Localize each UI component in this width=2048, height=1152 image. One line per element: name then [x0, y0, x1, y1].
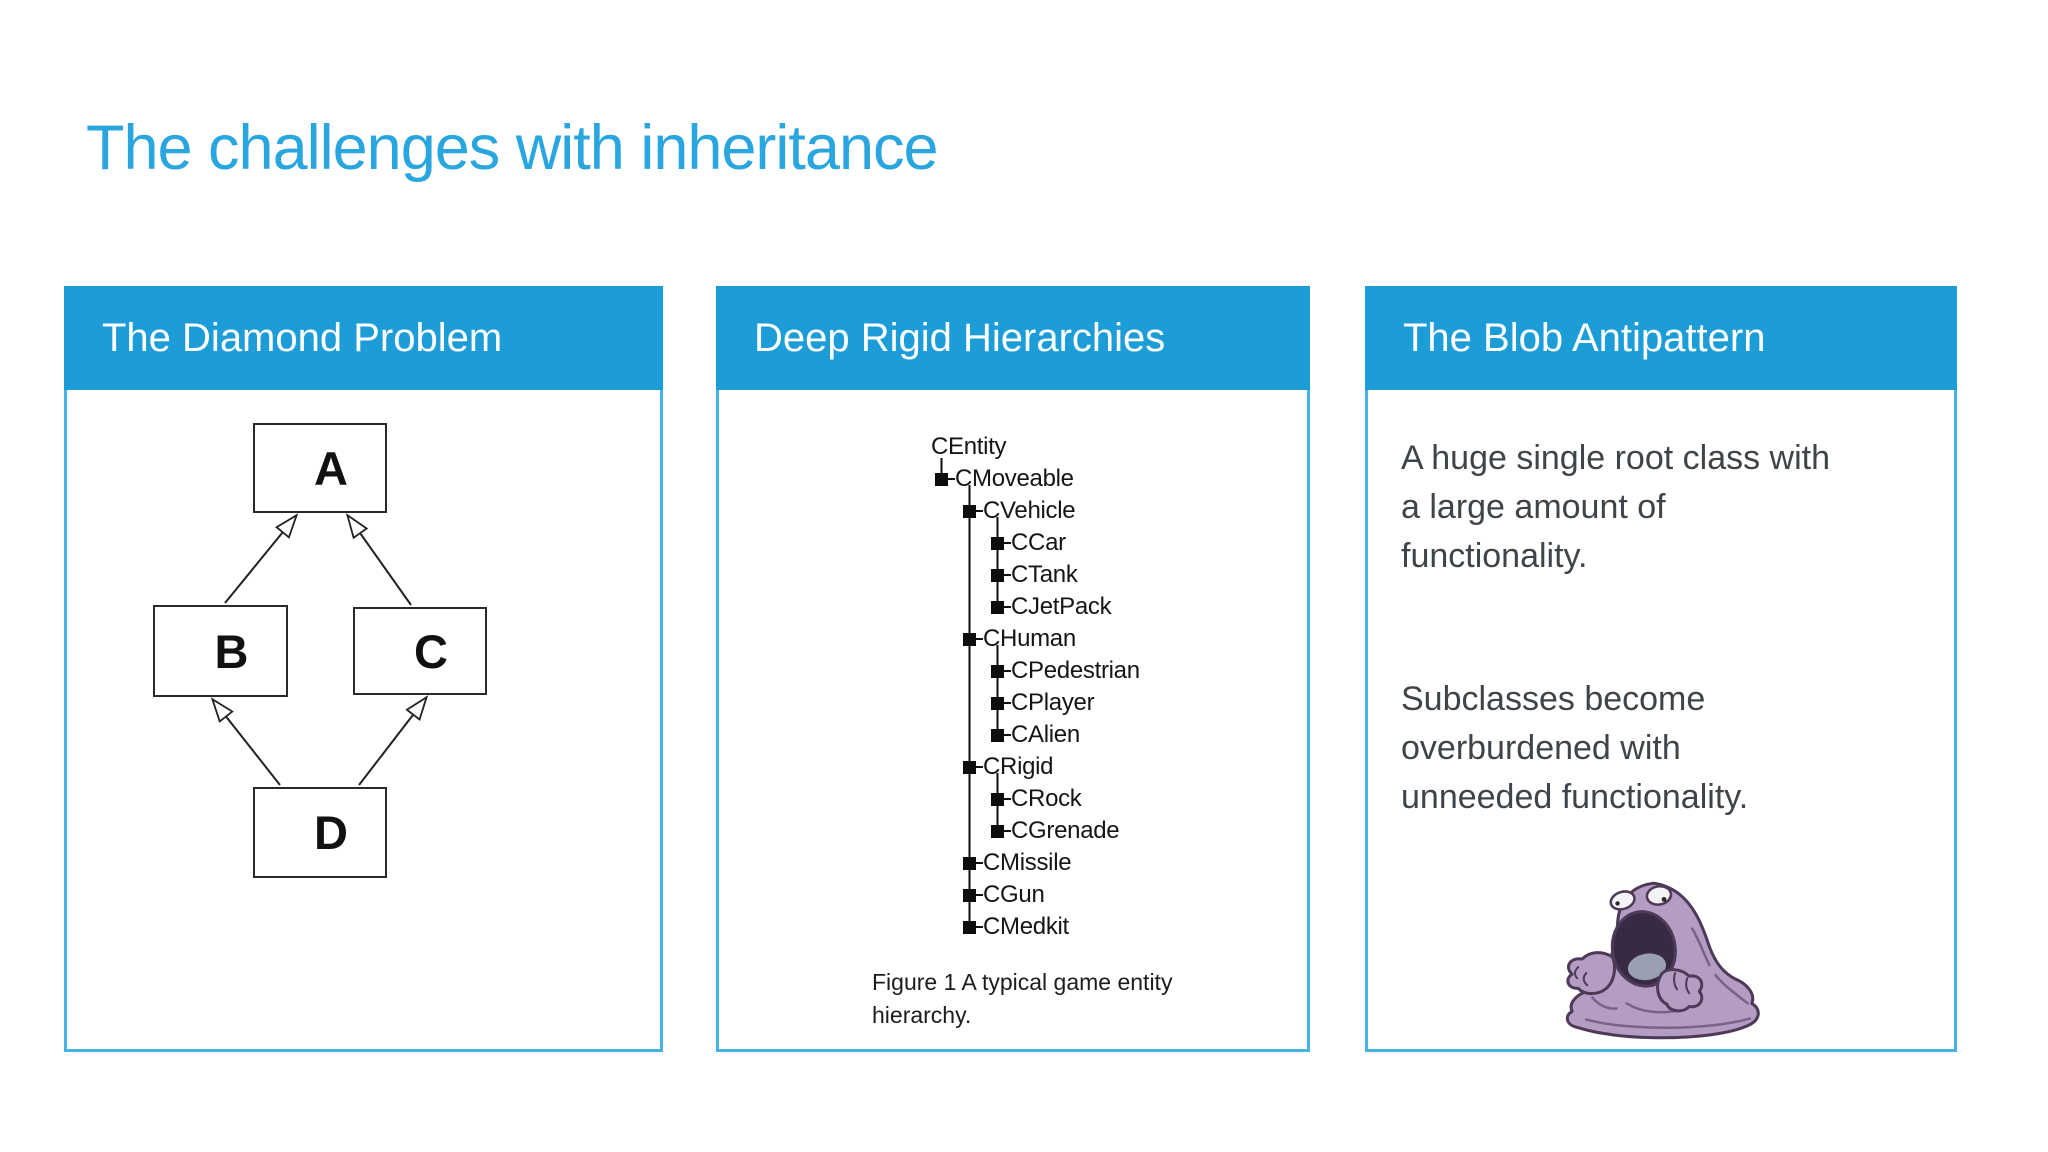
tree-item-label: CGun — [983, 881, 1045, 908]
tree-node-square-icon — [991, 536, 1004, 550]
tree-node-dash — [1004, 798, 1011, 800]
tree-node-square-icon — [991, 696, 1004, 710]
tree-item-label: CRock — [1011, 785, 1082, 812]
figure-caption-line1: Figure 1 A typical game entity — [872, 969, 1173, 995]
grimer-blob-image — [1565, 881, 1760, 1040]
tree-item-crigid: CRigid — [963, 753, 1054, 780]
tree-node-dash — [976, 926, 983, 928]
tree-item-ccar: CCar — [991, 529, 1066, 556]
tree-node-dash — [1004, 606, 1011, 608]
tree-item-label: CMoveable — [955, 465, 1074, 492]
tree-node-dash — [948, 478, 955, 480]
blob-eyes — [1609, 884, 1673, 911]
tree-item-label: CAlien — [1011, 721, 1080, 748]
tree-node-square-icon — [963, 760, 976, 774]
panel-diamond-problem: The Diamond Problem A B C D — [64, 286, 663, 1052]
tree-item-label: CTank — [1011, 561, 1078, 588]
blob-paragraph-2: Subclasses become overburdened with unne… — [1401, 680, 1749, 816]
tree-item-cvehicle: CVehicle — [963, 497, 1076, 524]
tree-node-dash — [1004, 830, 1011, 832]
tree-item-cpedestrian: CPedestrian — [991, 657, 1140, 684]
class-node-b: B — [153, 605, 288, 697]
tree-item-label: CPlayer — [1011, 689, 1095, 716]
tree-item-label: CMedkit — [983, 913, 1069, 940]
panel-header-blob: The Blob Antipattern — [1365, 286, 1957, 390]
tree-node-square-icon — [935, 472, 948, 486]
panel-header-diamond: The Diamond Problem — [64, 286, 663, 390]
figure-caption: Figure 1 A typical game entity hierarchy… — [872, 966, 1172, 1032]
tree-item-label: CMissile — [983, 849, 1072, 876]
tree-item-cgun: CGun — [963, 881, 1045, 908]
blob-mouth — [1610, 910, 1677, 988]
tree-node-dash — [976, 510, 983, 512]
diamond-diagram: A B C D — [64, 390, 663, 1052]
inheritance-arrows — [67, 390, 660, 786]
tree-node-square-icon — [963, 504, 976, 518]
tree-item-ctank: CTank — [991, 561, 1078, 588]
tree-item-label: CRigid — [983, 753, 1054, 780]
tree-item-cmissile: CMissile — [963, 849, 1072, 876]
class-node-c: C — [353, 607, 487, 695]
tree-node-dash — [1004, 542, 1011, 544]
tree-node-square-icon — [991, 792, 1004, 806]
page-title: The challenges with inheritance — [86, 113, 939, 183]
tree-item-label: CCar — [1011, 529, 1066, 556]
tree-item-cmoveable: CMoveable — [935, 465, 1074, 492]
tree-item-label: CJetPack — [1011, 593, 1112, 620]
tree-item-label: CVehicle — [983, 497, 1076, 524]
tree-node-square-icon — [991, 824, 1004, 838]
tree-item-centity: CEntity — [931, 433, 1007, 460]
tree-node-square-icon — [991, 600, 1004, 614]
class-node-a: A — [253, 423, 387, 513]
tree-node-dash — [1004, 574, 1011, 576]
tree-node-square-icon — [991, 728, 1004, 742]
tree-node-dash — [976, 638, 983, 640]
figure-caption-line2: hierarchy. — [872, 1002, 972, 1028]
blob-left-fingers — [1574, 966, 1589, 987]
tree-node-dash — [976, 766, 983, 768]
tree-node-square-icon — [991, 664, 1004, 678]
tree-item-label: CPedestrian — [1011, 657, 1140, 684]
tree-item-label: CHuman — [983, 625, 1076, 652]
blob-right-hand — [1656, 968, 1704, 1013]
tree-item-calien: CAlien — [991, 721, 1080, 748]
tree-node-square-icon — [963, 632, 976, 646]
tree-item-cjetpack: CJetPack — [991, 593, 1112, 620]
tree-node-square-icon — [991, 568, 1004, 582]
blob-description: A huge single root class with a large am… — [1401, 434, 1837, 916]
tree-item-crock: CRock — [991, 785, 1082, 812]
class-node-d: D — [253, 787, 387, 878]
panel-blob-antipattern: The Blob Antipattern A huge single root … — [1365, 286, 1957, 1052]
tree-node-dash — [1004, 734, 1011, 736]
tree-node-dash — [1004, 702, 1011, 704]
tree-item-cgrenade: CGrenade — [991, 817, 1120, 844]
tree-item-cplayer: CPlayer — [991, 689, 1095, 716]
tree-node-dash — [976, 894, 983, 896]
tree-node-dash — [1004, 670, 1011, 672]
panel-header-hierarchies: Deep Rigid Hierarchies — [716, 286, 1310, 390]
tree-item-cmedkit: CMedkit — [963, 913, 1069, 940]
blob-paragraph-1: A huge single root class with a large am… — [1401, 439, 1831, 575]
tree-item-chuman: CHuman — [963, 625, 1076, 652]
blob-left-arm — [1566, 951, 1617, 996]
tree-node-square-icon — [963, 856, 976, 870]
tree-node-square-icon — [963, 920, 976, 934]
blob-content: A huge single root class with a large am… — [1365, 390, 1957, 1052]
blob-right-fingers — [1673, 972, 1691, 995]
tree-node-square-icon — [963, 888, 976, 902]
tree-item-label: CEntity — [931, 433, 1007, 460]
tree-item-label: CGrenade — [1011, 817, 1120, 844]
tree-node-dash — [976, 862, 983, 864]
